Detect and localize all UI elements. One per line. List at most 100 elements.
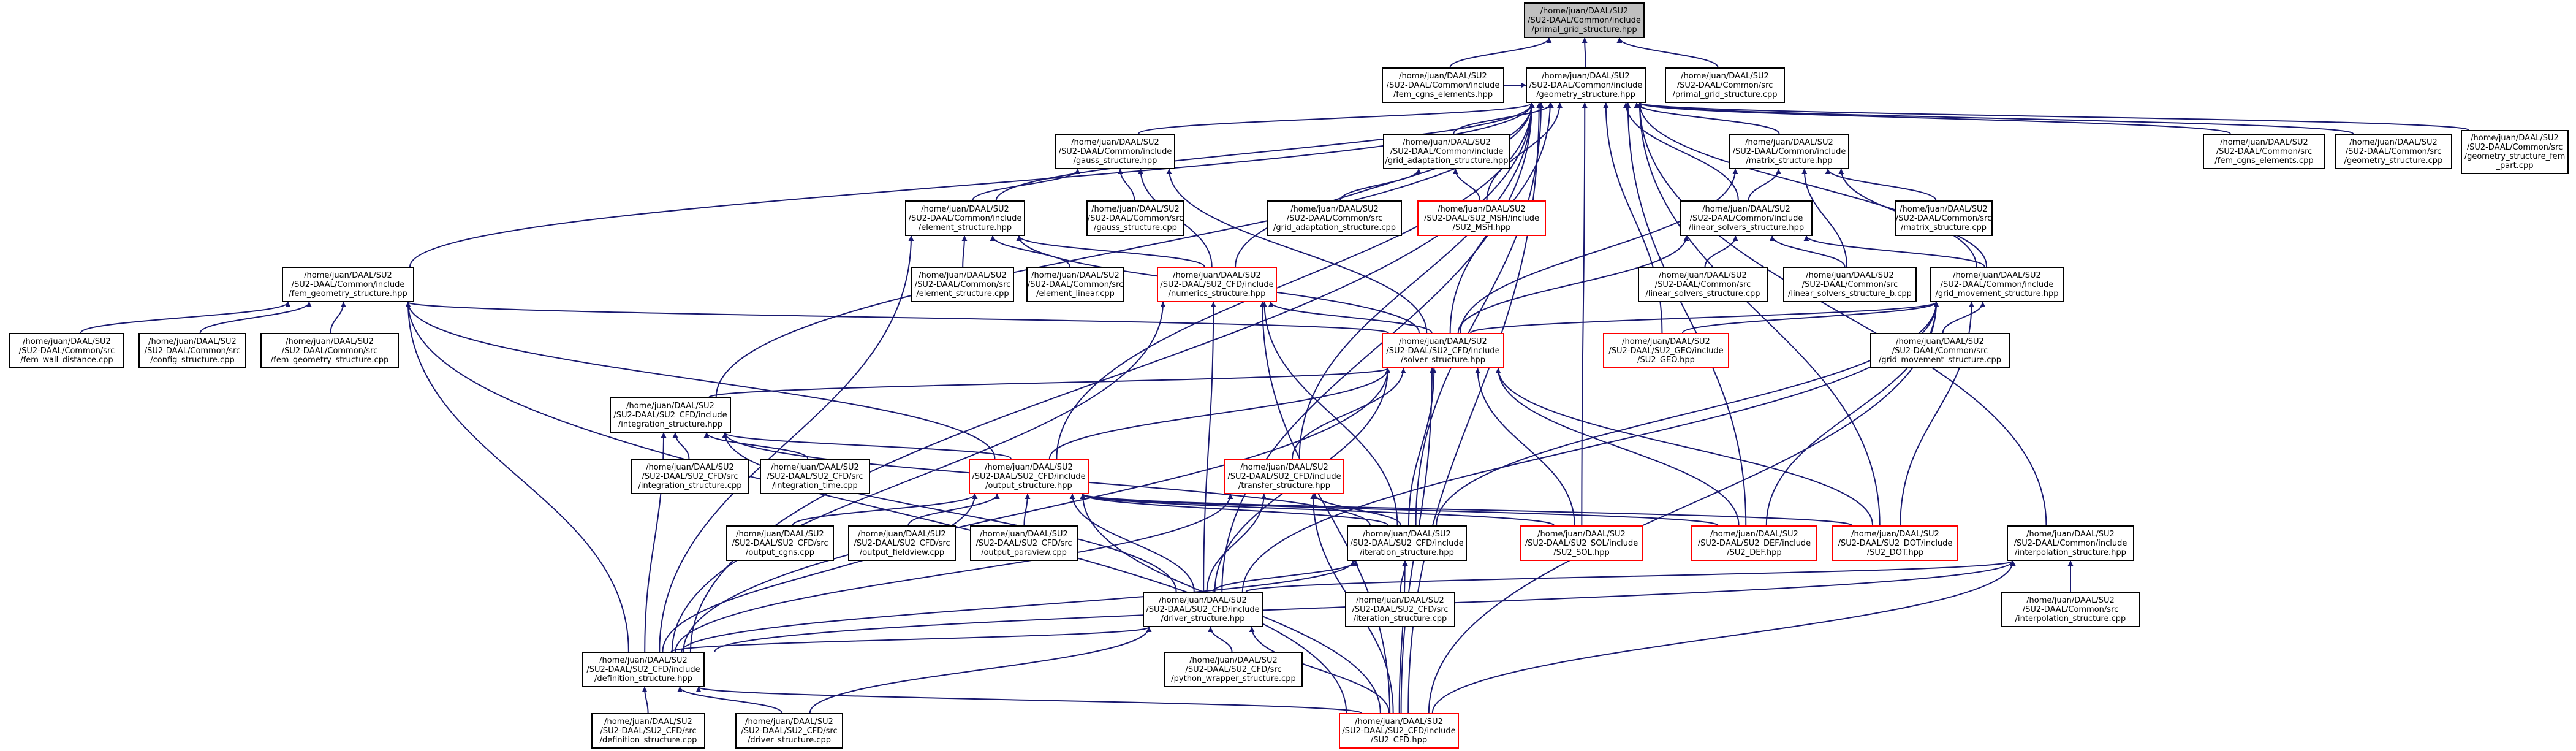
node-line-2: /SU2-DAAL/SU2_CFD/src (767, 471, 863, 481)
node-line-1: /home/juan/DAAL/SU2 (736, 529, 824, 539)
node-driver-structure-hpp[interactable]: /home/juan/DAAL/SU2 /SU2-DAAL/SU2_CFD/in… (1143, 592, 1263, 627)
edge-gauss-structure-cpp-to-gauss-structure-hpp (1117, 169, 1135, 201)
node-line-2: /SU2-DAAL/SU2_CFD/include (613, 410, 727, 420)
node-fem-geometry-structure-cpp[interactable]: /home/juan/DAAL/SU2 /SU2-DAAL/Common/src… (260, 333, 399, 368)
edge-iteration-structure-hpp-to-numerics-structure-hpp (1262, 302, 1398, 526)
node-linear-solvers-structure-b-cpp[interactable]: /home/juan/DAAL/SU2 /SU2-DAAL/Common/src… (1783, 267, 1917, 302)
node-integration-structure-hpp[interactable]: /home/juan/DAAL/SU2 /SU2-DAAL/SU2_CFD/in… (610, 397, 731, 433)
node-config-structure-cpp[interactable]: /home/juan/DAAL/SU2 /SU2-DAAL/Common/src… (138, 333, 246, 368)
edge-driver-structure-cpp-to-driver-structure-hpp (809, 627, 1152, 714)
node-line-2: /SU2-DAAL/Common/include (1732, 147, 1846, 156)
node-line-1: /home/juan/DAAL/SU2 (1159, 595, 1247, 605)
node-line-3: /python_wrapper_structure.cpp (1171, 674, 1296, 684)
node-element-linear-cpp[interactable]: /home/juan/DAAL/SU2 /SU2-DAAL/Common/src… (1026, 267, 1124, 302)
node-line-2: /SU2-DAAL/Common/src (1087, 213, 1184, 223)
edge-geometry-structure-hpp-to-primal-grid-structure-hpp (1582, 37, 1588, 68)
node-su2-msh-hpp[interactable]: /home/juan/DAAL/SU2 /SU2-DAAL/SU2_MSH/in… (1417, 200, 1546, 236)
node-line-2: /SU2-DAAL/Common/include (1689, 213, 1803, 223)
node-output-paraview-cpp[interactable]: /home/juan/DAAL/SU2 /SU2-DAAL/SU2_CFD/sr… (970, 525, 1078, 561)
node-matrix-structure-cpp[interactable]: /home/juan/DAAL/SU2 /SU2-DAAL/Common/src… (1895, 200, 1993, 236)
node-geometry-structure-cpp[interactable]: /home/juan/DAAL/SU2 /SU2-DAAL/Common/src… (2335, 134, 2452, 169)
node-interpolation-structure-cpp[interactable]: /home/juan/DAAL/SU2 /SU2-DAAL/Common/src… (2001, 592, 2140, 627)
node-matrix-structure-hpp[interactable]: /home/juan/DAAL/SU2 /SU2-DAAL/Common/inc… (1729, 134, 1849, 169)
node-su2-dot-hpp[interactable]: /home/juan/DAAL/SU2 /SU2-DAAL/SU2_DOT/in… (1832, 525, 1958, 561)
node-line-3: /geometry_structure.cpp (2344, 156, 2443, 166)
node-grid-adaptation-structure-cpp[interactable]: /home/juan/DAAL/SU2 /SU2-DAAL/Common/src… (1267, 200, 1402, 236)
node-definition-structure-cpp[interactable]: /home/juan/DAAL/SU2 /SU2-DAAL/SU2_CFD/sr… (591, 713, 705, 749)
node-grid-adaptation-structure-hpp[interactable]: /home/juan/DAAL/SU2 /SU2-DAAL/Common/inc… (1383, 134, 1510, 169)
node-grid-movement-structure-hpp[interactable]: /home/juan/DAAL/SU2 /SU2-DAAL/Common/inc… (1930, 267, 2064, 302)
node-su2-sol-hpp[interactable]: /home/juan/DAAL/SU2 /SU2-DAAL/SU2_SOL/in… (1520, 525, 1643, 561)
edge-solver-structure-hpp-to-gauss-structure-hpp (1166, 169, 1428, 334)
node-gauss-structure-hpp[interactable]: /home/juan/DAAL/SU2 /SU2-DAAL/Common/inc… (1055, 134, 1175, 169)
node-fem-cgns-elements-cpp[interactable]: /home/juan/DAAL/SU2 /SU2-DAAL/Common/src… (2203, 134, 2325, 169)
node-gauss-structure-cpp[interactable]: /home/juan/DAAL/SU2 /SU2-DAAL/Common/src… (1086, 200, 1184, 236)
edge-numerics-structure-hpp-to-element-structure-hpp (1016, 235, 1205, 267)
node-interpolation-structure-hpp[interactable]: /home/juan/DAAL/SU2 /SU2-DAAL/Common/inc… (2007, 525, 2134, 561)
node-su2-cfd-hpp[interactable]: /home/juan/DAAL/SU2 /SU2-DAAL/SU2_CFD/in… (1339, 713, 1459, 749)
node-geometry-structure-hpp[interactable]: /home/juan/DAAL/SU2 /SU2-DAAL/Common/inc… (1526, 67, 1646, 103)
edge-driver-structure-hpp-to-transfer-structure-hpp (1206, 494, 1267, 592)
edge-su2-sol-hpp-to-geometry-structure-hpp (1581, 102, 1588, 526)
node-line-3: /config_structure.cpp (150, 355, 235, 365)
node-fem-wall-distance-cpp[interactable]: /home/juan/DAAL/SU2 /SU2-DAAL/Common/src… (9, 333, 124, 368)
node-line-2: /SU2-DAAL/SU2_CFD/src (732, 538, 828, 548)
node-line-3: /fem_wall_distance.cpp (20, 355, 113, 365)
node-line-1: /home/juan/DAAL/SU2 (1745, 137, 1833, 147)
node-line-3: /definition_structure.hpp (594, 674, 692, 684)
edge-fem-geometry-structure-hpp-to-geometry-structure-hpp (409, 102, 1535, 267)
edge-su2-def-hpp-to-output-structure-hpp (1080, 494, 1719, 526)
node-iteration-structure-cpp[interactable]: /home/juan/DAAL/SU2 /SU2-DAAL/SU2_CFD/sr… (1345, 592, 1455, 627)
node-integration-time-cpp[interactable]: /home/juan/DAAL/SU2 /SU2-DAAL/SU2_CFD/sr… (760, 459, 870, 494)
node-fem-geometry-structure-hpp[interactable]: /home/juan/DAAL/SU2 /SU2-DAAL/Common/inc… (282, 267, 414, 302)
node-transfer-structure-hpp[interactable]: /home/juan/DAAL/SU2 /SU2-DAAL/SU2_CFD/in… (1224, 459, 1344, 494)
node-output-fieldview-cpp[interactable]: /home/juan/DAAL/SU2 /SU2-DAAL/SU2_CFD/sr… (848, 525, 956, 561)
node-output-structure-hpp[interactable]: /home/juan/DAAL/SU2 /SU2-DAAL/SU2_CFD/in… (969, 459, 1089, 494)
node-integration-structure-cpp[interactable]: /home/juan/DAAL/SU2 /SU2-DAAL/SU2_CFD/sr… (631, 459, 749, 494)
node-line-1: /home/juan/DAAL/SU2 (1173, 270, 1261, 280)
node-line-2: /SU2-DAAL/Common/include (1529, 80, 1643, 90)
edge-config-structure-cpp-to-fem-geometry-structure-hpp (199, 302, 312, 334)
node-linear-solvers-structure-hpp[interactable]: /home/juan/DAAL/SU2 /SU2-DAAL/Common/inc… (1680, 200, 1813, 236)
node-line-1: /home/juan/DAAL/SU2 (1710, 529, 1798, 539)
node-driver-structure-cpp[interactable]: /home/juan/DAAL/SU2 /SU2-DAAL/SU2_CFD/sr… (735, 713, 843, 749)
edge-element-structure-hpp-to-gauss-structure-hpp (972, 169, 1081, 201)
node-su2-def-hpp[interactable]: /home/juan/DAAL/SU2 /SU2-DAAL/SU2_DEF/in… (1691, 525, 1817, 561)
node-line-2: /SU2-DAAL/SU2_CFD/include (1350, 538, 1464, 548)
node-output-cgns-cpp[interactable]: /home/juan/DAAL/SU2 /SU2-DAAL/SU2_CFD/sr… (726, 525, 834, 561)
edge-solver-structure-hpp-to-matrix-structure-hpp (1460, 169, 1738, 334)
node-numerics-structure-hpp[interactable]: /home/juan/DAAL/SU2 /SU2-DAAL/SU2_CFD/in… (1157, 267, 1277, 302)
node-line-3: /fem_geometry_structure.cpp (270, 355, 389, 365)
node-line-3: /output_paraview.cpp (981, 547, 1067, 557)
node-line-1: /home/juan/DAAL/SU2 (2220, 137, 2308, 147)
node-element-structure-hpp[interactable]: /home/juan/DAAL/SU2 /SU2-DAAL/Common/inc… (905, 200, 1025, 236)
node-line-1: /home/juan/DAAL/SU2 (1399, 71, 1487, 81)
node-line-3: /grid_movement_structure.cpp (1879, 355, 2001, 365)
edge-linear-solvers-structure-b-cpp-to-matrix-structure-hpp (1801, 169, 1848, 267)
node-line-3: /linear_solvers_structure.cpp (1645, 289, 1760, 299)
node-line-3: /geometry_structure_fem (2464, 152, 2566, 161)
edge-su2-cfd-hpp-to-interpolation-structure-hpp (1431, 560, 2016, 714)
node-line-1: /home/juan/DAAL/SU2 (599, 655, 688, 665)
node-line-2: /SU2-DAAL/SU2_CFD/include (1386, 346, 1500, 356)
node-linear-solvers-structure-cpp[interactable]: /home/juan/DAAL/SU2 /SU2-DAAL/Common/src… (1638, 267, 1768, 302)
node-line-2: /SU2-DAAL/Common/include (1940, 280, 2054, 289)
node-solver-structure-hpp[interactable]: /home/juan/DAAL/SU2 /SU2-DAAL/SU2_CFD/in… (1382, 333, 1504, 368)
node-su2-geo-hpp[interactable]: /home/juan/DAAL/SU2 /SU2-DAAL/SU2_GEO/in… (1603, 333, 1729, 368)
node-fem-cgns-elements-hpp[interactable]: /home/juan/DAAL/SU2 /SU2-DAAL/Common/inc… (1382, 67, 1504, 103)
node-line-2: /SU2-DAAL/SU2_CFD/include (1342, 726, 1456, 736)
node-definition-structure-hpp[interactable]: /home/juan/DAAL/SU2 /SU2-DAAL/SU2_CFD/in… (582, 652, 705, 687)
edge-geometry-structure-cpp-to-geometry-structure-hpp (1637, 102, 2354, 134)
node-primal-grid-structure-cpp[interactable]: /home/juan/DAAL/SU2 /SU2-DAAL/Common/src… (1665, 67, 1785, 103)
node-line-3: /solver_structure.hpp (1400, 355, 1486, 365)
node-python-wrapper-structure-cpp[interactable]: /home/juan/DAAL/SU2 /SU2-DAAL/SU2_CFD/sr… (1164, 652, 1303, 687)
node-line-3: /grid_movement_structure.hpp (1935, 289, 2059, 299)
edge-driver-structure-hpp-to-interpolation-structure-hpp (1245, 560, 2016, 592)
edge-linear-solvers-structure-cpp-to-linear-solvers-structure-hpp (1704, 235, 1738, 267)
node-element-structure-cpp[interactable]: /home/juan/DAAL/SU2 /SU2-DAAL/Common/src… (911, 267, 1014, 302)
node-line-1: /home/juan/DAAL/SU2 (921, 204, 1009, 214)
node-grid-movement-structure-cpp[interactable]: /home/juan/DAAL/SU2 /SU2-DAAL/Common/src… (1870, 333, 2010, 368)
edge-su2-sol-hpp-to-solver-structure-hpp (1475, 368, 1575, 526)
node-iteration-structure-hpp[interactable]: /home/juan/DAAL/SU2 /SU2-DAAL/SU2_CFD/in… (1347, 525, 1467, 561)
node-geometry-structure-fem-part-cpp[interactable]: /home/juan/DAAL/SU2 /SU2-DAAL/Common/src… (2461, 130, 2569, 174)
